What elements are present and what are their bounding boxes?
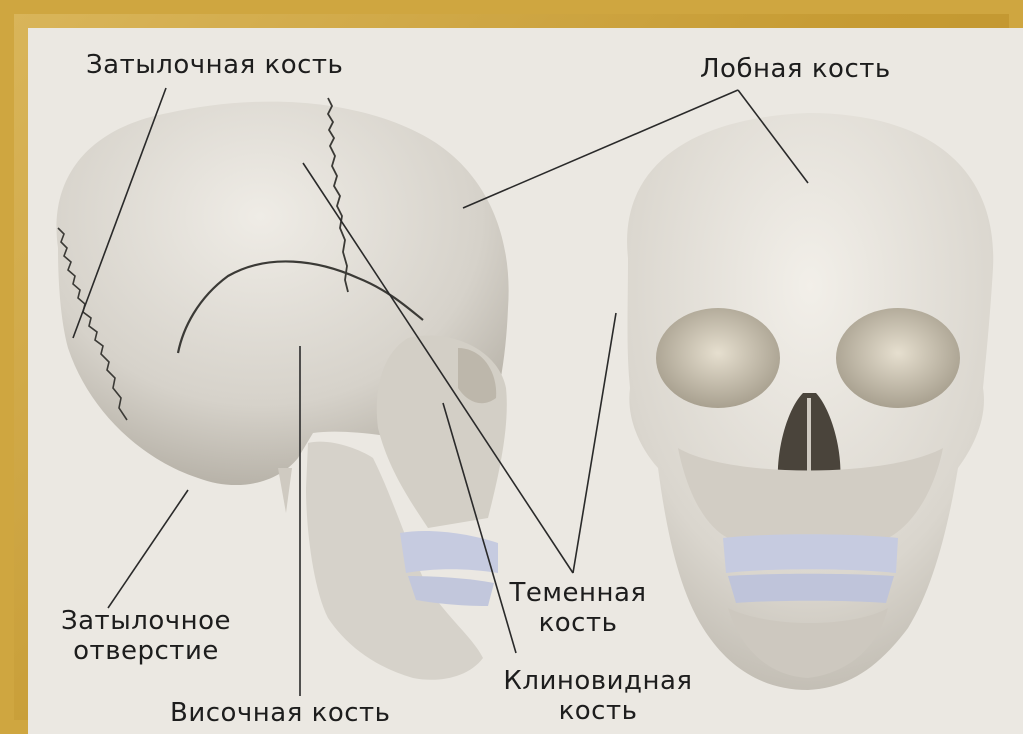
upper-teeth-frontal: [723, 534, 898, 573]
line-foramen: [108, 490, 188, 608]
label-parietal-line1: Теменная: [498, 578, 658, 608]
label-foramen-magnum: Затылочное отверстие: [46, 606, 246, 666]
left-orbit: [656, 308, 780, 408]
right-orbit: [836, 308, 960, 408]
label-temporal-bone: Височная кость: [170, 698, 391, 728]
frontal-skull: [627, 113, 993, 690]
label-frontal-bone: Лобная кость: [700, 54, 891, 84]
lateral-skull: [56, 98, 508, 680]
upper-teeth-lateral: [400, 531, 498, 573]
label-sphenoid-line1: Клиновидная: [478, 666, 718, 696]
lower-teeth-frontal: [728, 574, 894, 603]
diagram-canvas: Затылочная кость Лобная кость Теменная к…: [28, 28, 1023, 734]
line-parietal-b: [573, 313, 616, 573]
styloid-process: [278, 468, 292, 513]
label-sphenoid-line2: кость: [478, 696, 718, 726]
label-foramen-line1: Затылочное: [46, 606, 246, 636]
label-sphenoid-bone: Клиновидная кость: [478, 666, 718, 726]
label-foramen-line2: отверстие: [46, 636, 246, 666]
label-parietal-line2: кость: [498, 608, 658, 638]
label-occipital-bone: Затылочная кость: [86, 50, 343, 80]
label-parietal-bone: Теменная кость: [498, 578, 658, 638]
